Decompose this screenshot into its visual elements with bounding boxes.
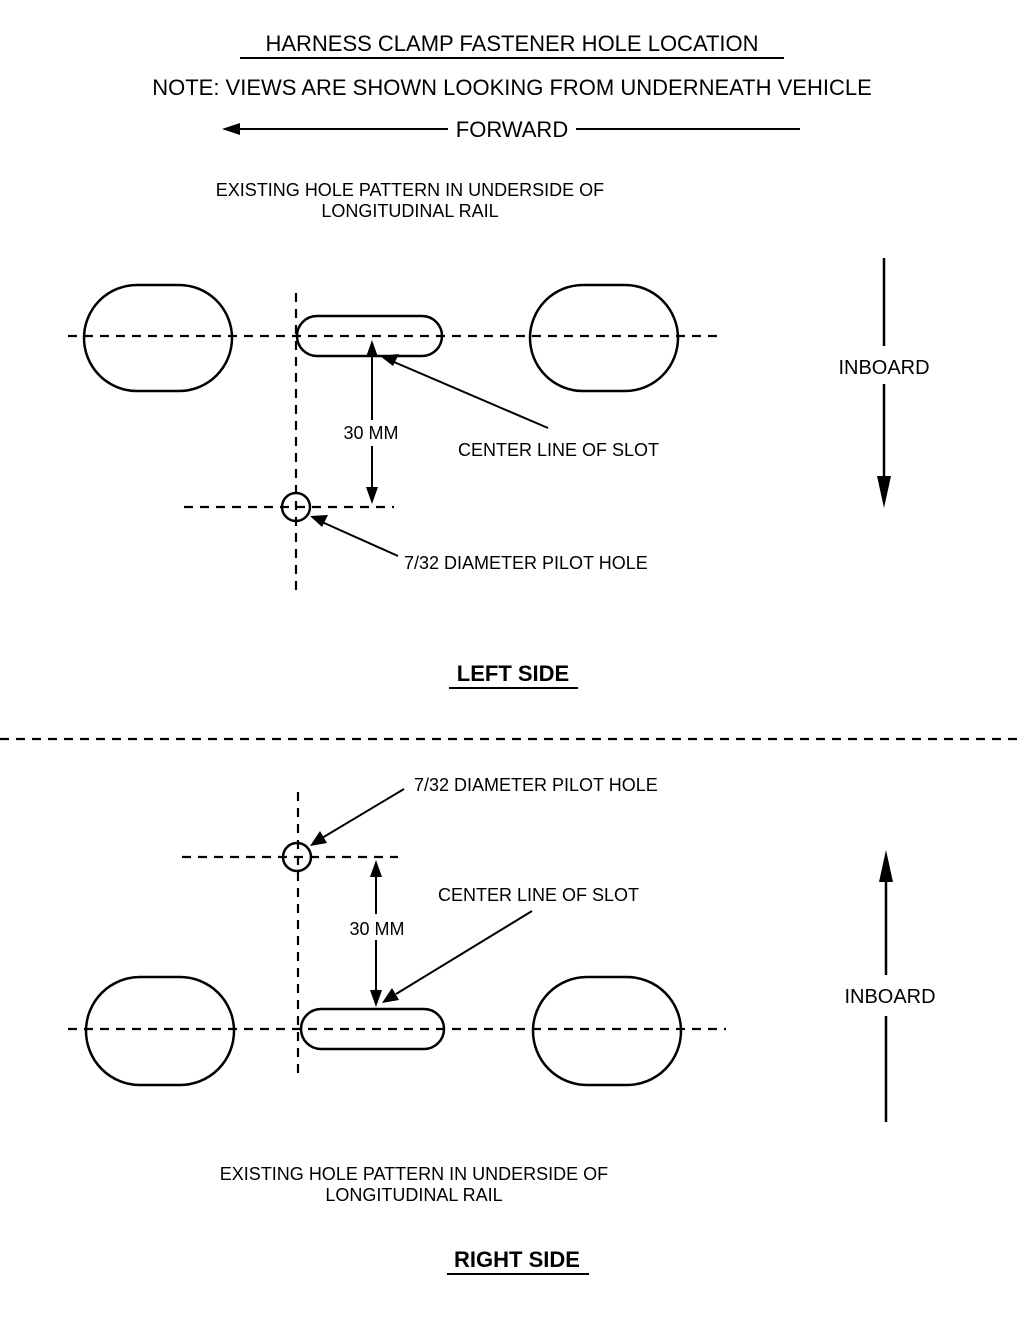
left-pilot-label: 7/32 DIAMETER PILOT HOLE	[404, 553, 648, 573]
left-pilot-leader	[310, 515, 399, 557]
left-side-caption: LEFT SIDE	[457, 661, 569, 686]
right-dimension-label: 30 MM	[349, 919, 404, 939]
left-dimension-arrow	[366, 340, 378, 504]
right-existing-label-line1: EXISTING HOLE PATTERN IN UNDERSIDE OF	[220, 1164, 608, 1184]
right-side-caption: RIGHT SIDE	[454, 1247, 580, 1272]
right-slot-leader	[382, 910, 533, 1003]
right-inboard-arrow	[879, 850, 893, 1122]
left-existing-label-line1: EXISTING HOLE PATTERN IN UNDERSIDE OF	[216, 180, 604, 200]
right-slot-label: CENTER LINE OF SLOT	[438, 885, 639, 905]
right-pilot-leader	[310, 788, 405, 846]
forward-arrow	[222, 123, 800, 135]
right-pilot-hole	[281, 841, 313, 873]
right-dimension-arrow	[370, 860, 382, 1007]
left-slot-leader	[380, 354, 549, 429]
view-note: NOTE: VIEWS ARE SHOWN LOOKING FROM UNDER…	[152, 75, 872, 100]
right-inboard-label: INBOARD	[844, 986, 935, 1008]
left-pilot-hole	[280, 491, 312, 523]
left-inboard-label: INBOARD	[838, 357, 929, 379]
forward-label: FORWARD	[456, 117, 568, 142]
left-inboard-arrow	[877, 258, 891, 508]
left-slot-label: CENTER LINE OF SLOT	[458, 440, 659, 460]
diagram-title: HARNESS CLAMP FASTENER HOLE LOCATION	[265, 31, 758, 56]
left-existing-hole-rear	[528, 283, 680, 393]
left-existing-hole-front	[82, 283, 234, 393]
right-existing-hole-rear	[531, 975, 683, 1087]
left-existing-label-line2: LONGITUDINAL RAIL	[321, 201, 498, 221]
right-pilot-label: 7/32 DIAMETER PILOT HOLE	[414, 775, 658, 795]
right-existing-label-line2: LONGITUDINAL RAIL	[325, 1185, 502, 1205]
right-existing-hole-front	[84, 975, 236, 1087]
left-dimension-label: 30 MM	[343, 423, 398, 443]
